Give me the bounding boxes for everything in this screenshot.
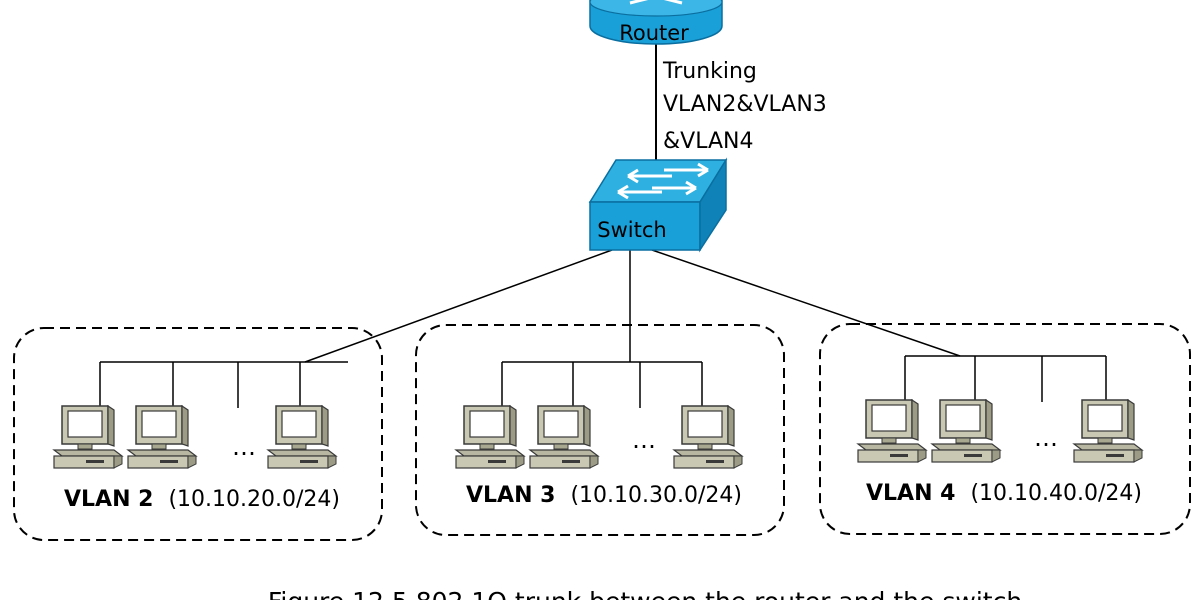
vlan-3-label: VLAN 3 (10.10.30.0/24): [466, 483, 742, 508]
ellipsis: …: [232, 433, 256, 461]
ellipsis: …: [632, 426, 656, 454]
switch-icon: [588, 157, 728, 253]
figure-caption: Figure 12.5 802.1Q trunk between the rou…: [268, 587, 1022, 600]
vlan-2-group: … VLAN 2 (10.10.20.0/24): [13, 327, 383, 541]
vlan-4-label: VLAN 4 (10.10.40.0/24): [866, 481, 1142, 506]
vlan-3-name: VLAN 3: [466, 483, 555, 508]
link-switch-vlan4: [651, 249, 961, 357]
vlan-4-subnet: (10.10.40.0/24): [970, 481, 1142, 506]
router-icon: [589, 0, 723, 45]
vlan-3-boundary: [415, 324, 785, 536]
vlan-3-group: … VLAN 3 (10.10.30.0/24): [415, 324, 785, 536]
pc-icon: [931, 399, 1001, 463]
trunk-label-line-3: &VLAN4: [663, 129, 753, 154]
pc-icon: [673, 405, 743, 469]
trunk-label-line-2: VLAN2&VLAN3: [663, 92, 827, 117]
vlan-4-group: … VLAN 4 (10.10.40.0/24): [819, 323, 1191, 535]
trunk-label-line-1: Trunking: [662, 59, 757, 84]
pc-icon: [267, 405, 337, 469]
pc-icon: [127, 405, 197, 469]
pc-icon: [857, 399, 927, 463]
pc-icon: [455, 405, 525, 469]
pc-icon: [1073, 399, 1143, 463]
vlan-2-label: VLAN 2 (10.10.20.0/24): [64, 487, 340, 512]
ellipsis: …: [1034, 424, 1058, 452]
pc-icon: [529, 405, 599, 469]
vlan-4-boundary: [819, 323, 1191, 535]
router-label: Router: [619, 21, 689, 45]
link-switch-vlan2: [304, 249, 613, 363]
switch-label: Switch: [597, 218, 666, 242]
vlan-2-name: VLAN 2: [64, 487, 153, 512]
vlan-3-subnet: (10.10.30.0/24): [570, 483, 742, 508]
vlan-2-boundary: [13, 327, 383, 541]
pc-icon: [53, 405, 123, 469]
vlan-2-subnet: (10.10.20.0/24): [168, 487, 340, 512]
vlan-4-name: VLAN 4: [866, 481, 955, 506]
